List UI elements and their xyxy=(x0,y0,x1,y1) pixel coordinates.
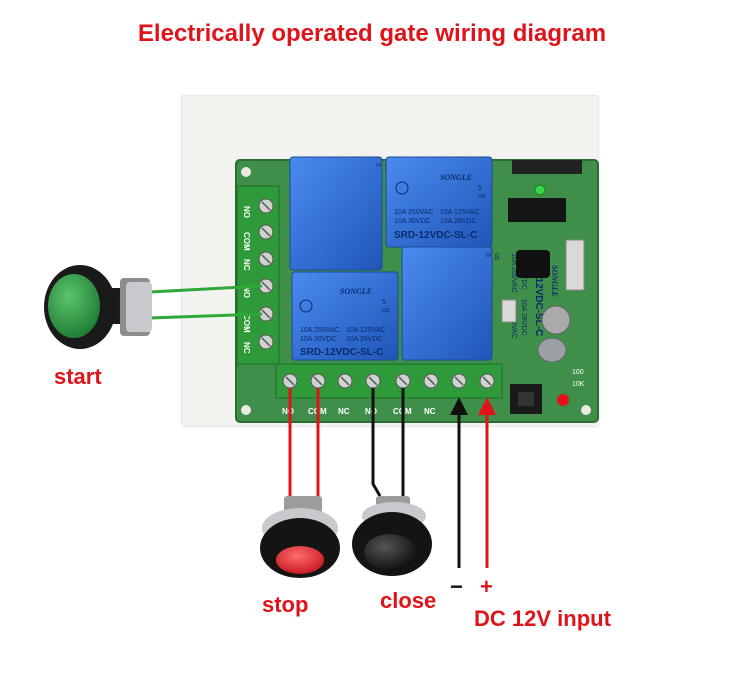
receiver-electronics: 100 10K xyxy=(501,160,585,414)
left-term-label: NC xyxy=(242,259,251,271)
stop-wires xyxy=(288,388,320,496)
bottom-term-label: NC xyxy=(338,407,350,416)
svg-text:5: 5 xyxy=(374,163,381,167)
bottom-terminal-screws xyxy=(282,373,495,389)
svg-text:10A 28VDC: 10A 28VDC xyxy=(520,299,527,336)
bottom-term-label: NO xyxy=(282,407,294,416)
svg-text:SONGLE: SONGLE xyxy=(440,173,472,182)
close-wires xyxy=(371,388,405,497)
minus-label: − xyxy=(450,574,463,599)
svg-text:10A 250VAC: 10A 250VAC xyxy=(300,327,340,334)
bottom-terminal-block: NO COM NC NO COM NC G + xyxy=(275,363,503,416)
red-push-button-icon xyxy=(260,496,340,578)
svg-text:SONGLE: SONGLE xyxy=(340,287,372,296)
green-push-button-icon xyxy=(44,265,152,349)
svg-text:10A 30VDC: 10A 30VDC xyxy=(394,218,431,225)
bottom-term-label: NC xyxy=(424,407,436,416)
left-terminal-block: NO COM NC NO COM NC xyxy=(236,185,280,365)
svg-text:10A 28VDC: 10A 28VDC xyxy=(440,218,477,225)
svg-text:10A 250VAC: 10A 250VAC xyxy=(510,253,517,293)
svg-text:10A 28VDC: 10A 28VDC xyxy=(346,336,383,343)
left-term-label: NO xyxy=(242,206,251,218)
left-term-label: NO xyxy=(242,286,251,298)
svg-text:5: 5 xyxy=(484,253,491,257)
black-push-button-icon xyxy=(352,496,432,576)
svg-text:10A 30VDC: 10A 30VDC xyxy=(300,336,337,343)
svg-text:10A 250VAC: 10A 250VAC xyxy=(394,209,434,216)
left-term-label: COM xyxy=(242,314,251,333)
svg-text:5: 5 xyxy=(478,185,482,192)
svg-text:SRD-12VDC-SL-C: SRD-12VDC-SL-C xyxy=(394,230,477,241)
svg-text:SRD-12VDC-SL-C: SRD-12VDC-SL-C xyxy=(300,347,383,358)
relay-3: SONGLE 5 us 10A 250VAC 10A 125VAC 10A 30… xyxy=(291,271,399,361)
svg-text:us: us xyxy=(493,253,500,261)
dc-input-label: DC 12V input xyxy=(474,606,611,631)
power-arrows xyxy=(450,397,496,568)
svg-text:SONGLE: SONGLE xyxy=(550,265,559,297)
svg-text:us: us xyxy=(382,307,390,314)
svg-text:us: us xyxy=(478,193,486,200)
svg-text:10A 125VAC: 10A 125VAC xyxy=(440,209,480,216)
left-terminal-screws xyxy=(258,198,274,350)
stop-label: stop xyxy=(262,592,309,617)
svg-text:10A 125VAC: 10A 125VAC xyxy=(346,327,386,334)
start-wires xyxy=(149,284,263,320)
svg-text:5: 5 xyxy=(382,299,386,306)
plus-label: + xyxy=(480,574,493,599)
left-term-label: COM xyxy=(242,232,251,251)
relay-2: SONGLE 5 us 10A 250VAC 10A 125VAC 10A 30… xyxy=(385,156,493,248)
bottom-term-label: NO xyxy=(365,407,377,416)
diagram-title: Electrically operated gate wiring diagra… xyxy=(137,20,607,47)
resistor-label-10k: 10K xyxy=(572,381,585,388)
close-label: close xyxy=(380,588,437,613)
resistor-label-100: 100 xyxy=(572,369,584,376)
svg-text:SRD-12VDC-SL-C: SRD-12VDC-SL-C xyxy=(533,253,544,336)
left-term-label: NC xyxy=(242,342,251,354)
start-label: start xyxy=(54,364,102,389)
